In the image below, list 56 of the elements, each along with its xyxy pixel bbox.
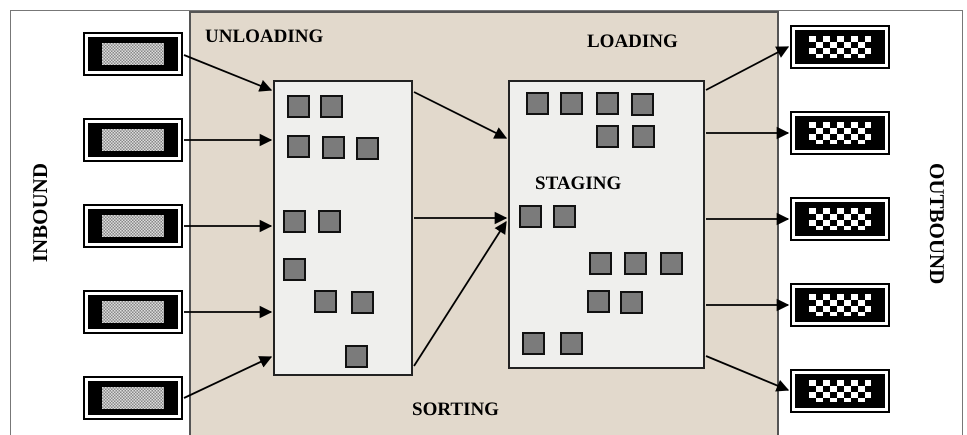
flow-arrow <box>414 212 508 224</box>
flow-arrow <box>184 306 272 318</box>
pallet-square <box>522 332 545 355</box>
flow-arrow <box>706 298 790 312</box>
area-label: STAGING <box>535 174 622 193</box>
pallet-square <box>596 92 619 115</box>
zone-label: UNLOADING <box>205 27 324 46</box>
pallet-square <box>620 291 643 314</box>
pallet-square <box>318 210 341 233</box>
pallet-square <box>287 95 310 118</box>
pallet-square <box>356 137 379 160</box>
pallet-square <box>660 252 683 275</box>
side-label: OUTBOUND <box>926 163 947 284</box>
pallet-square <box>287 135 310 158</box>
zone-label: LOADING <box>587 32 678 51</box>
side-label: INBOUND <box>30 163 51 262</box>
flow-arrow <box>706 126 790 140</box>
flow-arrow <box>414 91 508 139</box>
pallet-square <box>283 210 306 233</box>
pallet-square <box>320 95 343 118</box>
pallet-square <box>624 252 647 275</box>
pallet-square <box>589 252 612 275</box>
pallet-square <box>553 205 576 228</box>
flow-arrow <box>184 54 272 92</box>
pallet-square <box>314 290 337 313</box>
pallet-square <box>283 258 306 281</box>
pallet-square <box>631 93 654 116</box>
dock-door <box>83 204 183 248</box>
dock-door <box>790 111 890 155</box>
dock-door <box>83 290 183 334</box>
flow-arrow <box>413 220 507 366</box>
pallet-square <box>596 125 619 148</box>
dock-door <box>790 283 890 327</box>
dock-door <box>83 118 183 162</box>
area-zone <box>508 80 705 369</box>
pallet-square <box>351 291 374 314</box>
flow-arrow <box>706 46 790 91</box>
dock-door <box>83 32 183 76</box>
flow-arrow <box>184 220 272 232</box>
flow-arrow <box>184 134 272 146</box>
flow-arrow <box>184 356 272 399</box>
dock-door <box>83 376 183 420</box>
dock-door <box>790 25 890 69</box>
pallet-square <box>345 345 368 368</box>
pallet-square <box>587 290 610 313</box>
pallet-square <box>560 92 583 115</box>
pallet-square <box>632 125 655 148</box>
pallet-square <box>526 92 549 115</box>
pallet-square <box>519 205 542 228</box>
flow-arrow <box>706 355 790 392</box>
pallet-square <box>560 332 583 355</box>
area-label: SORTING <box>412 400 499 419</box>
dock-door <box>790 369 890 413</box>
flow-arrow <box>706 212 790 226</box>
pallet-square <box>322 136 345 159</box>
dock-door <box>790 197 890 241</box>
